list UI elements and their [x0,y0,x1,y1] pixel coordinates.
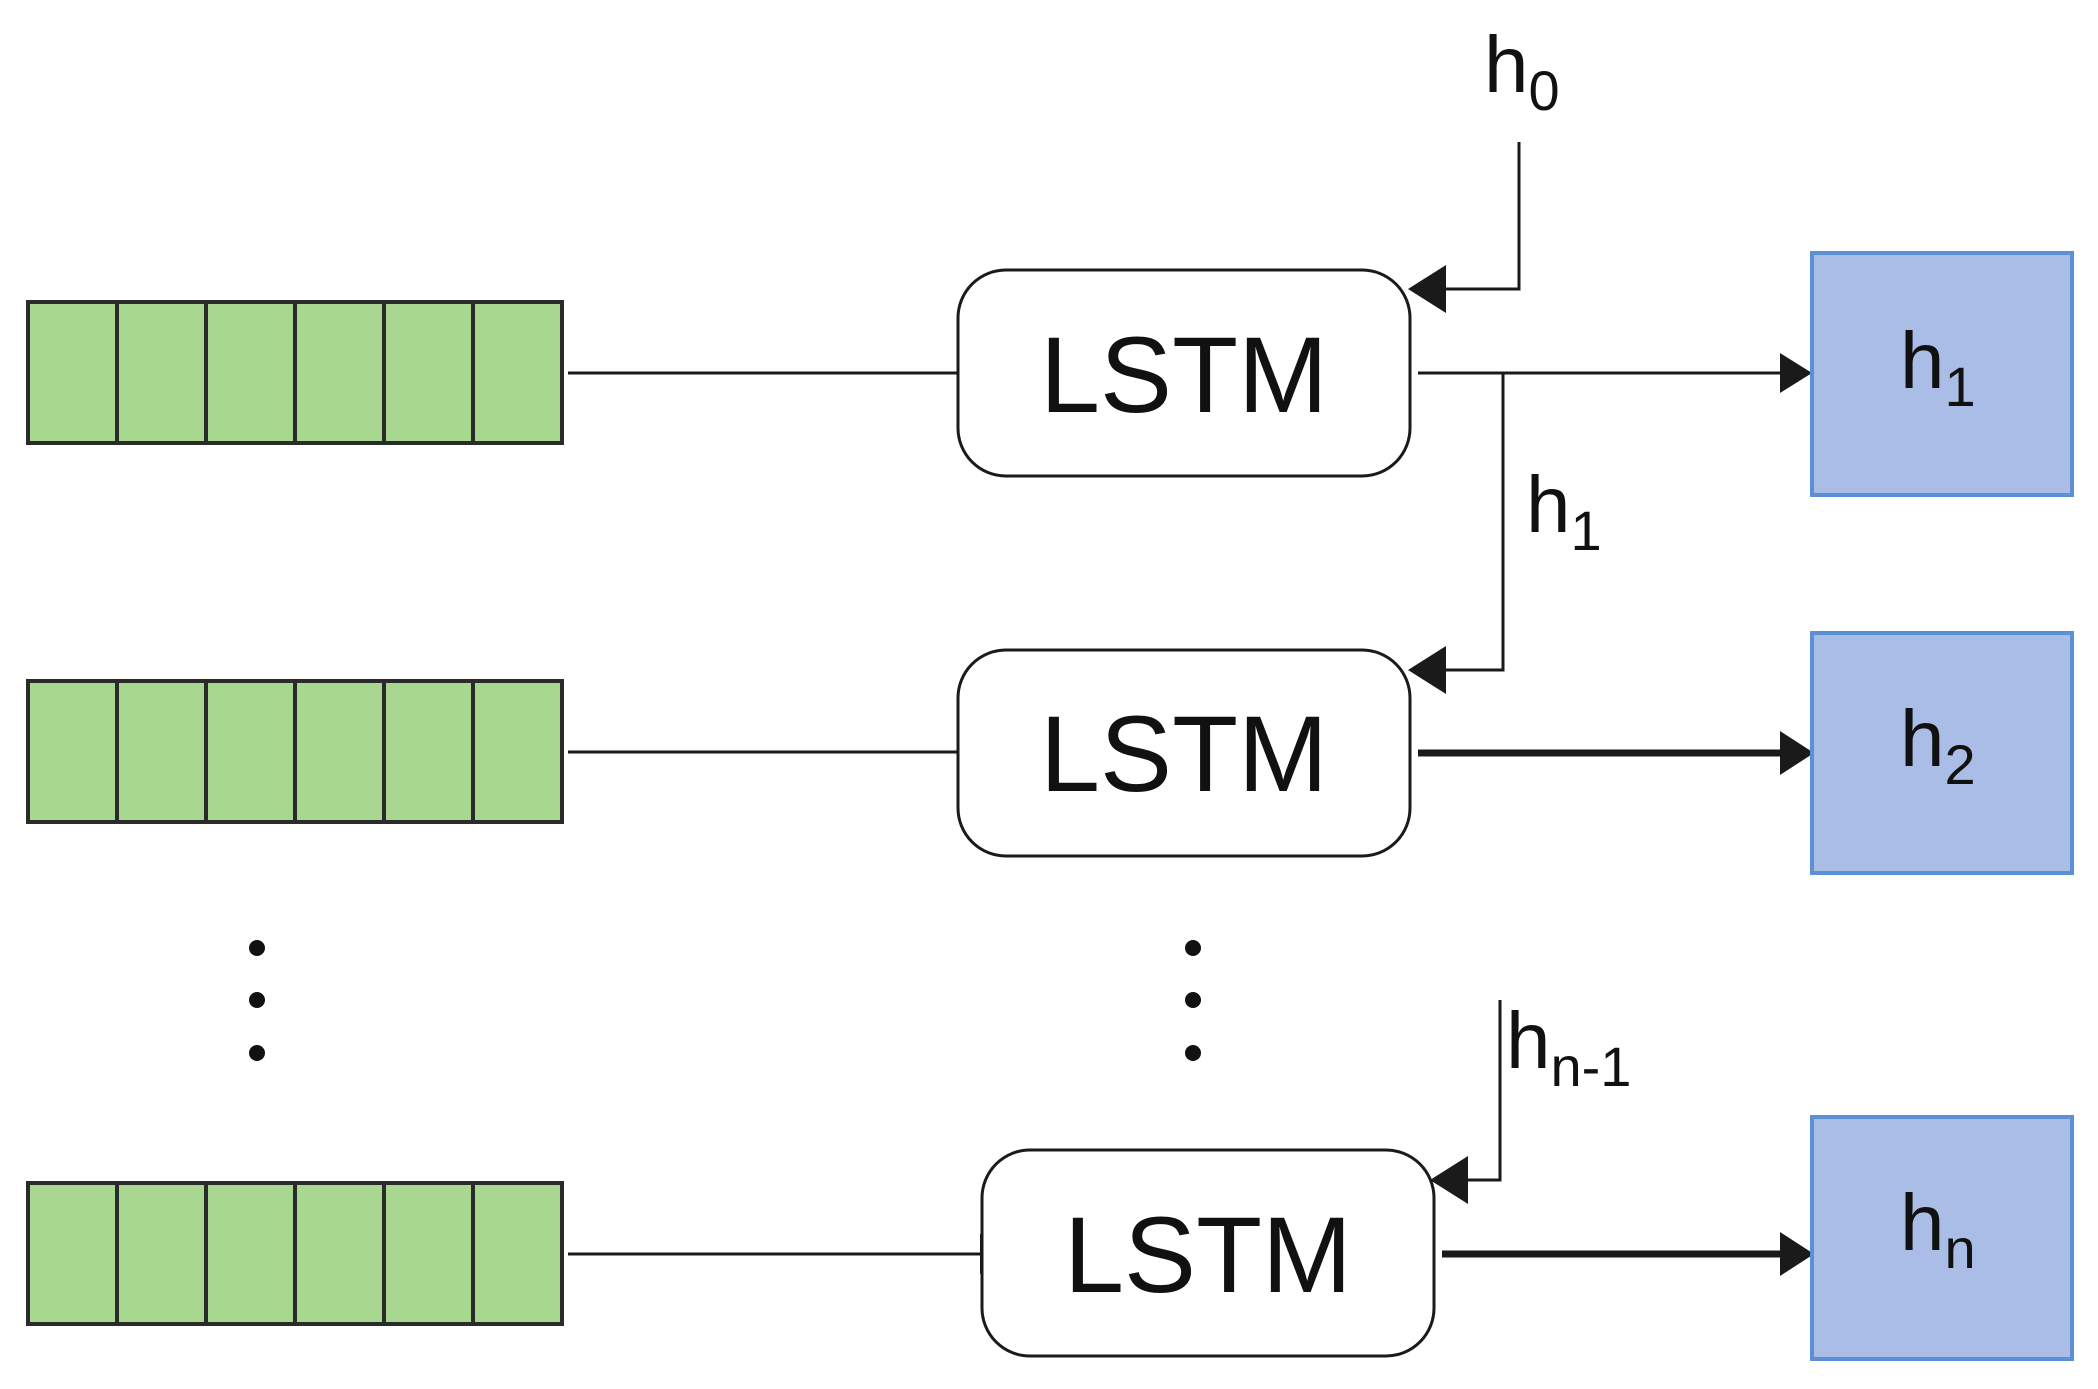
input-cell [382,300,475,445]
input-cell [26,300,119,445]
input-cell [204,679,297,824]
input-cell [204,1181,297,1326]
output-box-n [1810,1115,2074,1361]
lstm-box-n [980,1148,1436,1358]
input-cell [382,1181,475,1326]
output-box-2 [1810,631,2074,875]
input-vector-1 [26,300,564,445]
output-arrowhead-2 [1780,731,1814,775]
lstm-label-2: LSTM [1040,693,1328,814]
output-box-1 [1810,251,2074,497]
input-cell [293,1181,386,1326]
input-cell [471,1181,564,1326]
input-cell [115,679,208,824]
input-cell [115,300,208,445]
hn-1-arrowhead [1430,1156,1468,1204]
lstm-label-n: LSTM [1064,1194,1352,1315]
input-cell [471,300,564,445]
h0-label: h0 [1484,20,1560,122]
h1-recurrent-arrowhead [1408,646,1446,694]
input-cell [26,1181,119,1326]
output-label-2: h2 [1900,694,1976,796]
output-arrowhead-1 [1780,353,1812,393]
input-cell [26,679,119,824]
h1-recurrent-label: h1 [1526,460,1602,562]
ellipsis-middle [1185,940,1201,1061]
output-arrowhead-n [1780,1232,1814,1276]
input-cell [204,300,297,445]
h0-arrowhead [1408,265,1446,313]
hn-1-label: hn-1 [1506,996,1631,1098]
input-vector-n [26,1181,564,1326]
ellipsis-left [249,940,265,1061]
output-label-n: hn [1900,1178,1976,1280]
input-vector-2 [26,679,564,824]
lstm-label-1: LSTM [1040,314,1328,435]
input-cell [115,1181,208,1326]
input-cell [293,679,386,824]
lstm-box-1 [956,268,1412,478]
h1-recurrent-line [1446,373,1505,672]
lstm-box-2 [956,648,1412,858]
hn-1-arrow-line [1468,1000,1502,1182]
output-label-1: h1 [1900,316,1976,418]
input-cell [471,679,564,824]
input-cell [293,300,386,445]
input-cell [382,679,475,824]
h0-arrow-line [1446,142,1521,291]
